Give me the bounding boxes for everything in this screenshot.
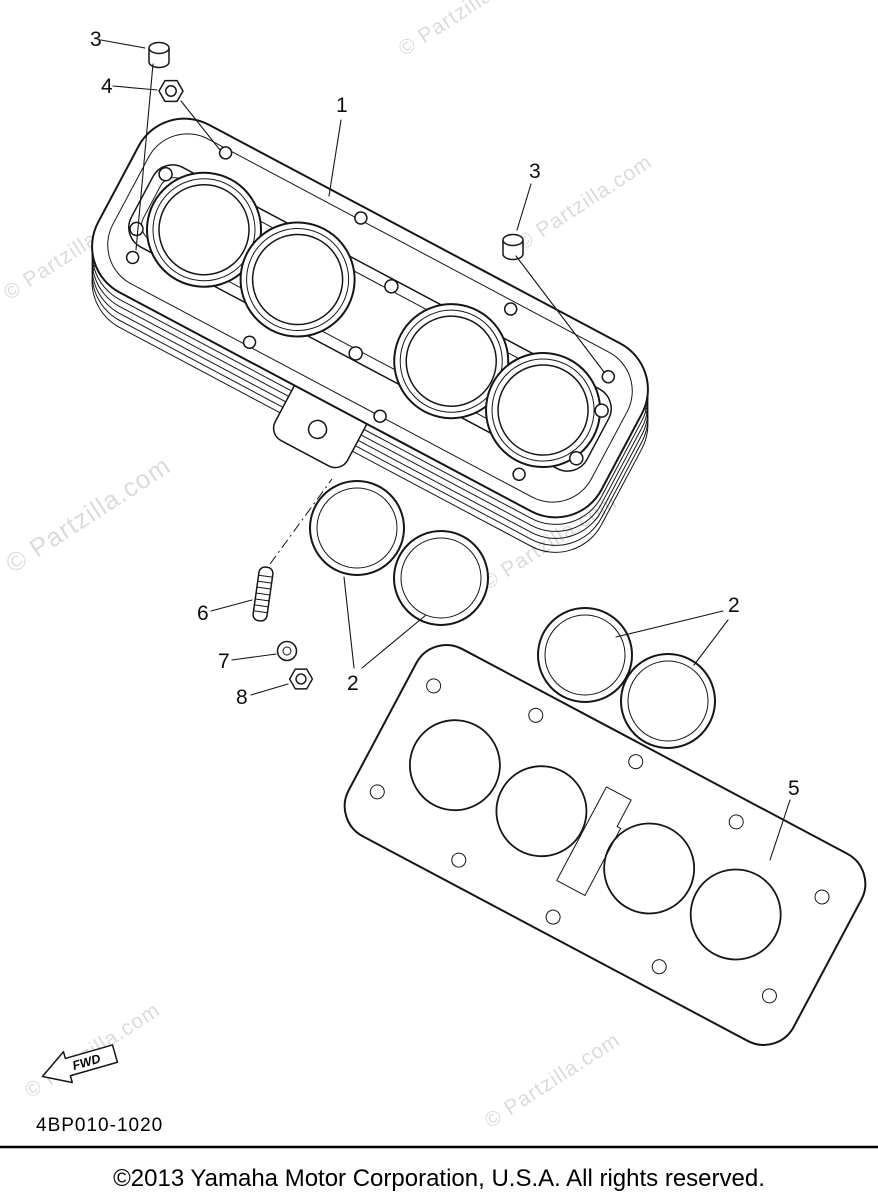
stud: [252, 566, 274, 622]
washer: [276, 640, 298, 662]
leader-nut-to-block: [180, 100, 221, 151]
plate-bolt-holes: [129, 166, 609, 466]
callout-8: 8: [236, 686, 248, 709]
gasket-bolt-holes: [369, 678, 830, 1004]
watermark: © Partzilla.com: [481, 1028, 625, 1133]
callout-3-mid: 3: [529, 160, 541, 183]
cylinder-sleeves-left: [309, 480, 489, 626]
watermark: © Partzilla.com: [0, 450, 176, 579]
watermark: © Partzilla.com: [395, 0, 539, 61]
callout-3-top: 3: [90, 28, 102, 51]
callout-5: 5: [788, 777, 800, 800]
cylinder-gasket: [343, 644, 867, 1046]
callout-6: 6: [197, 602, 209, 625]
cylinder-block-drawing: [72, 99, 668, 572]
leader-4: [112, 85, 158, 91]
leader-8: [250, 683, 289, 696]
cylinder-sleeves-right: [537, 607, 716, 749]
nut: [288, 668, 314, 690]
callout-2-left: 2: [347, 672, 359, 695]
leader-2-right: [615, 610, 729, 666]
callout-1: 1: [336, 94, 348, 117]
deck-stud-holes: [125, 146, 616, 482]
deck-inner-contour: [107, 133, 633, 503]
leader-6: [210, 599, 253, 612]
tensioner-boss-hole: [307, 419, 328, 440]
stud-centerline: [269, 478, 333, 565]
dowel-pin-right: [502, 233, 524, 261]
leader-dowel-right-to-block: [515, 255, 605, 373]
callout-2-right: 2: [728, 594, 740, 617]
fwd-arrow: FWD: [41, 1044, 119, 1084]
diagram-code: 4BP010-1020: [36, 1115, 163, 1136]
leader-7: [231, 653, 277, 661]
leader-2-left: [343, 576, 427, 669]
cylinder-bores: [146, 171, 602, 469]
leader-3-mid: [516, 183, 532, 231]
leader-5: [769, 799, 791, 861]
cap-nut: [158, 79, 184, 103]
gasket-cutout: [556, 786, 632, 896]
callout-4: 4: [101, 75, 113, 98]
leader-dowel-to-block: [135, 63, 154, 251]
watermarks: © Partzilla.com © Partzilla.com © Partzi…: [0, 0, 656, 1133]
copyright-text: ©2013 Yamaha Motor Corporation, U.S.A. A…: [113, 1165, 765, 1192]
leader-1: [328, 119, 342, 197]
leader-3-top: [100, 39, 146, 49]
dowel-pin-top: [148, 41, 170, 69]
callout-7: 7: [218, 650, 230, 673]
